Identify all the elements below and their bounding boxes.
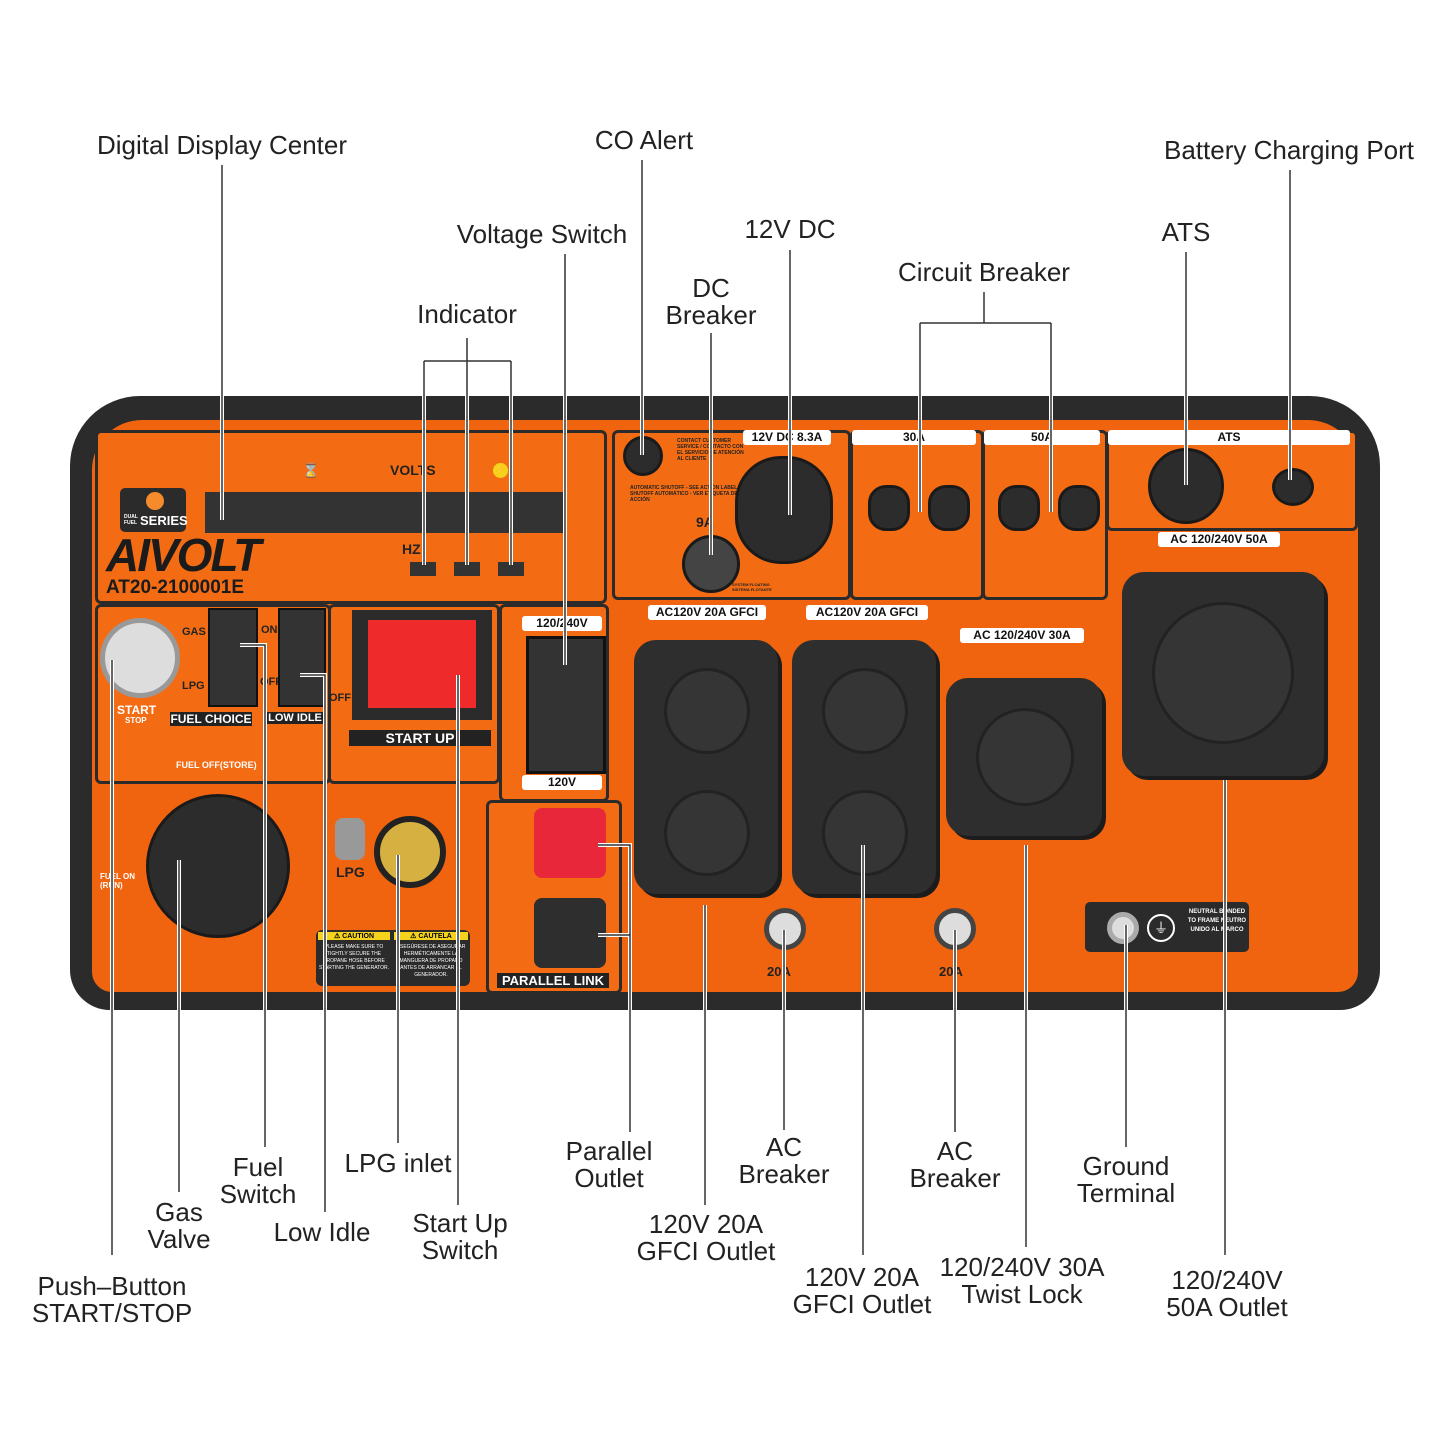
twist-lock-outlet-30a[interactable] bbox=[946, 678, 1102, 836]
ground-icon: ⏚ bbox=[1147, 914, 1175, 942]
callout-battery-charging-port: Battery Charging Port bbox=[1163, 135, 1415, 165]
model-number: AT20-2100001E bbox=[106, 577, 245, 598]
callout-12v-dc: 12V DC bbox=[744, 214, 836, 244]
lightning-icon: ⚡ bbox=[493, 463, 508, 478]
parallel-outlet-black[interactable] bbox=[534, 898, 606, 968]
battery-charging-port[interactable] bbox=[1272, 468, 1314, 506]
breaker-50a-right[interactable] bbox=[1058, 485, 1100, 531]
hourglass-icon: ⌛ bbox=[302, 462, 320, 478]
indicator-overload bbox=[410, 562, 436, 576]
dc-12v-socket[interactable] bbox=[735, 456, 833, 564]
parallel-outlet-red[interactable] bbox=[534, 808, 606, 878]
receptacle bbox=[822, 668, 908, 754]
low-idle-switch[interactable] bbox=[278, 608, 326, 707]
callout-voltage-switch: Voltage Switch bbox=[456, 219, 628, 249]
digital-display bbox=[205, 492, 567, 533]
indicator-oil bbox=[498, 562, 524, 576]
caution-label: ⚠ CAUTION ⚠ CAUTELA PLEASE MAKE SURE TO … bbox=[316, 930, 470, 986]
receptacle bbox=[664, 668, 750, 754]
gfci-outlet-1[interactable] bbox=[634, 640, 778, 894]
breaker-30a-left[interactable] bbox=[868, 485, 910, 531]
propane-tank-icon bbox=[335, 818, 365, 860]
ground-terminal[interactable] bbox=[1107, 912, 1139, 944]
fuel-choice-switch[interactable] bbox=[208, 608, 258, 707]
dual-fuel-badge: DUAL FUEL SERIES bbox=[120, 488, 188, 532]
callout-circuit-breaker: Circuit Breaker bbox=[898, 257, 1070, 287]
callout-co-alert: CO Alert bbox=[594, 125, 694, 155]
callout-indicator: Indicator bbox=[417, 299, 517, 329]
callout-ats: ATS bbox=[1161, 217, 1211, 247]
breaker-30a-right[interactable] bbox=[928, 485, 970, 531]
ground-terminal-plate: ⏚ NEUTRAL BONDED TO FRAME NEUTRO UNIDO A… bbox=[1085, 902, 1249, 952]
low-idle-off-label: OFF bbox=[329, 692, 351, 704]
co-alert-sensor bbox=[623, 436, 663, 476]
callout-lpg-inlet: LPG inlet bbox=[344, 1148, 452, 1178]
callout-low-idle: Low Idle bbox=[273, 1217, 371, 1247]
callout-digital-display-center: Digital Display Center bbox=[97, 130, 347, 160]
fuel-icon bbox=[146, 492, 164, 510]
leader-line bbox=[111, 160, 1291, 1255]
receptacle bbox=[976, 708, 1074, 806]
outlet-50a[interactable] bbox=[1122, 572, 1324, 776]
receptacle bbox=[664, 790, 750, 876]
lpg-inlet[interactable] bbox=[374, 816, 446, 888]
breaker-50a-left[interactable] bbox=[998, 485, 1040, 531]
indicator-output bbox=[454, 562, 480, 576]
brand-logo: AIVOLT bbox=[106, 529, 261, 581]
receptacle bbox=[1152, 602, 1294, 744]
